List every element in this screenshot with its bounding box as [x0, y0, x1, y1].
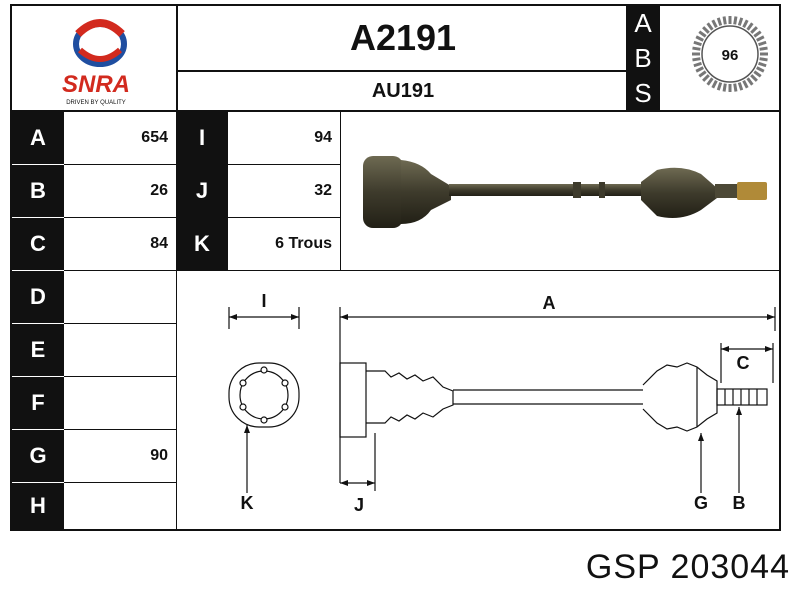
ring-tooth [742, 19, 749, 28]
abs-teeth-count: 96 [722, 47, 739, 64]
ring-tooth [742, 80, 749, 89]
ring-tooth [692, 57, 701, 62]
ring-tooth [698, 30, 707, 38]
ring-tooth [702, 74, 710, 82]
ring-tooth [758, 40, 767, 47]
tone-ring-icon: 96 [692, 16, 768, 92]
spec-label-i: I [176, 112, 228, 164]
abs-ring: 96 [660, 6, 779, 110]
ring-tooth [692, 46, 701, 51]
ring-tooth [750, 26, 758, 34]
ring-tooth [733, 16, 738, 25]
snra-logo-icon: SNRA DRIVEN BY QUALITY [62, 19, 130, 106]
ring-tooth [746, 22, 754, 31]
spec-label-h: H [12, 483, 64, 529]
abs-letter-a: A [634, 7, 652, 38]
ring-tooth [753, 70, 762, 78]
spec-value-h [64, 483, 176, 529]
spec-label-j: J [176, 165, 228, 217]
ring-tooth [756, 35, 765, 42]
spec-value-e [64, 324, 176, 376]
ring-tooth [758, 61, 767, 68]
logo-tagline: DRIVEN BY QUALITY [66, 100, 126, 106]
brand-logo: SNRA DRIVEN BY QUALITY [12, 6, 176, 110]
ring-tooth [698, 70, 707, 78]
dim-label-i: I [261, 291, 266, 311]
spec-label-d: D [12, 271, 64, 323]
spec-label-f: F [12, 377, 64, 429]
spec-value-i: 94 [314, 129, 332, 146]
ring-tooth [711, 19, 718, 28]
ring-tooth [759, 46, 768, 51]
ring-tooth [733, 83, 738, 92]
spec-value-b: 26 [150, 182, 168, 199]
ring-tooth [711, 80, 718, 89]
ring-tooth [716, 17, 723, 26]
product-photo [341, 112, 779, 270]
ring-tooth [693, 61, 702, 68]
dim-label-j: J [354, 495, 364, 515]
spec-label-e: E [12, 324, 64, 376]
spec-value-c: 84 [150, 235, 168, 252]
ring-tooth [759, 57, 768, 62]
ring-tooth [722, 16, 727, 25]
ring-tooth [706, 22, 714, 31]
part-number: A2191 [349, 17, 457, 58]
dim-label-k: K [241, 493, 254, 513]
dim-label-b: B [733, 493, 746, 513]
ring-tooth [695, 35, 704, 42]
sub-reference: AU191 [371, 79, 435, 102]
ring-tooth [737, 82, 744, 91]
ring-tooth [737, 17, 744, 26]
driveshaft-photo-icon [363, 156, 767, 228]
dim-label-a: A [543, 293, 556, 313]
ring-tooth [722, 83, 727, 92]
abs-letter-b: B [634, 42, 652, 73]
spec-value-j: 32 [314, 182, 332, 199]
spec-label-k: K [176, 218, 228, 270]
ring-tooth [693, 40, 702, 47]
dim-label-g: G [694, 493, 708, 513]
spec-label-b: B [12, 165, 64, 217]
ring-tooth [746, 77, 754, 86]
spec-label-g: G [12, 430, 64, 482]
ring-tooth [702, 26, 710, 34]
spec-value-f [64, 377, 176, 429]
spec-label-c: C [12, 218, 64, 270]
dim-label-c: C [737, 353, 750, 373]
technical-diagram: I A C K J G B [177, 271, 779, 529]
spec-value-d [64, 271, 176, 323]
ring-tooth [716, 82, 723, 91]
spec-sheet: SNRA DRIVEN BY QUALITY A2191 AU191 A B S… [10, 4, 781, 531]
spec-value-a: 654 [141, 129, 168, 146]
abs-column: A B S [626, 6, 660, 110]
ring-tooth [750, 74, 758, 82]
ring-tooth [753, 30, 762, 38]
abs-letter-s: S [634, 77, 652, 108]
driveshaft-drawing: I A C K J G B [228, 291, 776, 515]
spec-label-a: A [12, 112, 64, 164]
ring-tooth [756, 66, 765, 73]
ring-tooth [695, 66, 704, 73]
ring-tooth [706, 77, 714, 86]
footer-reference: GSP 203044 [585, 548, 790, 586]
spec-value-k: 6 Trous [275, 235, 332, 252]
spec-value-g: 90 [150, 447, 168, 464]
logo-text: SNRA [62, 71, 130, 98]
